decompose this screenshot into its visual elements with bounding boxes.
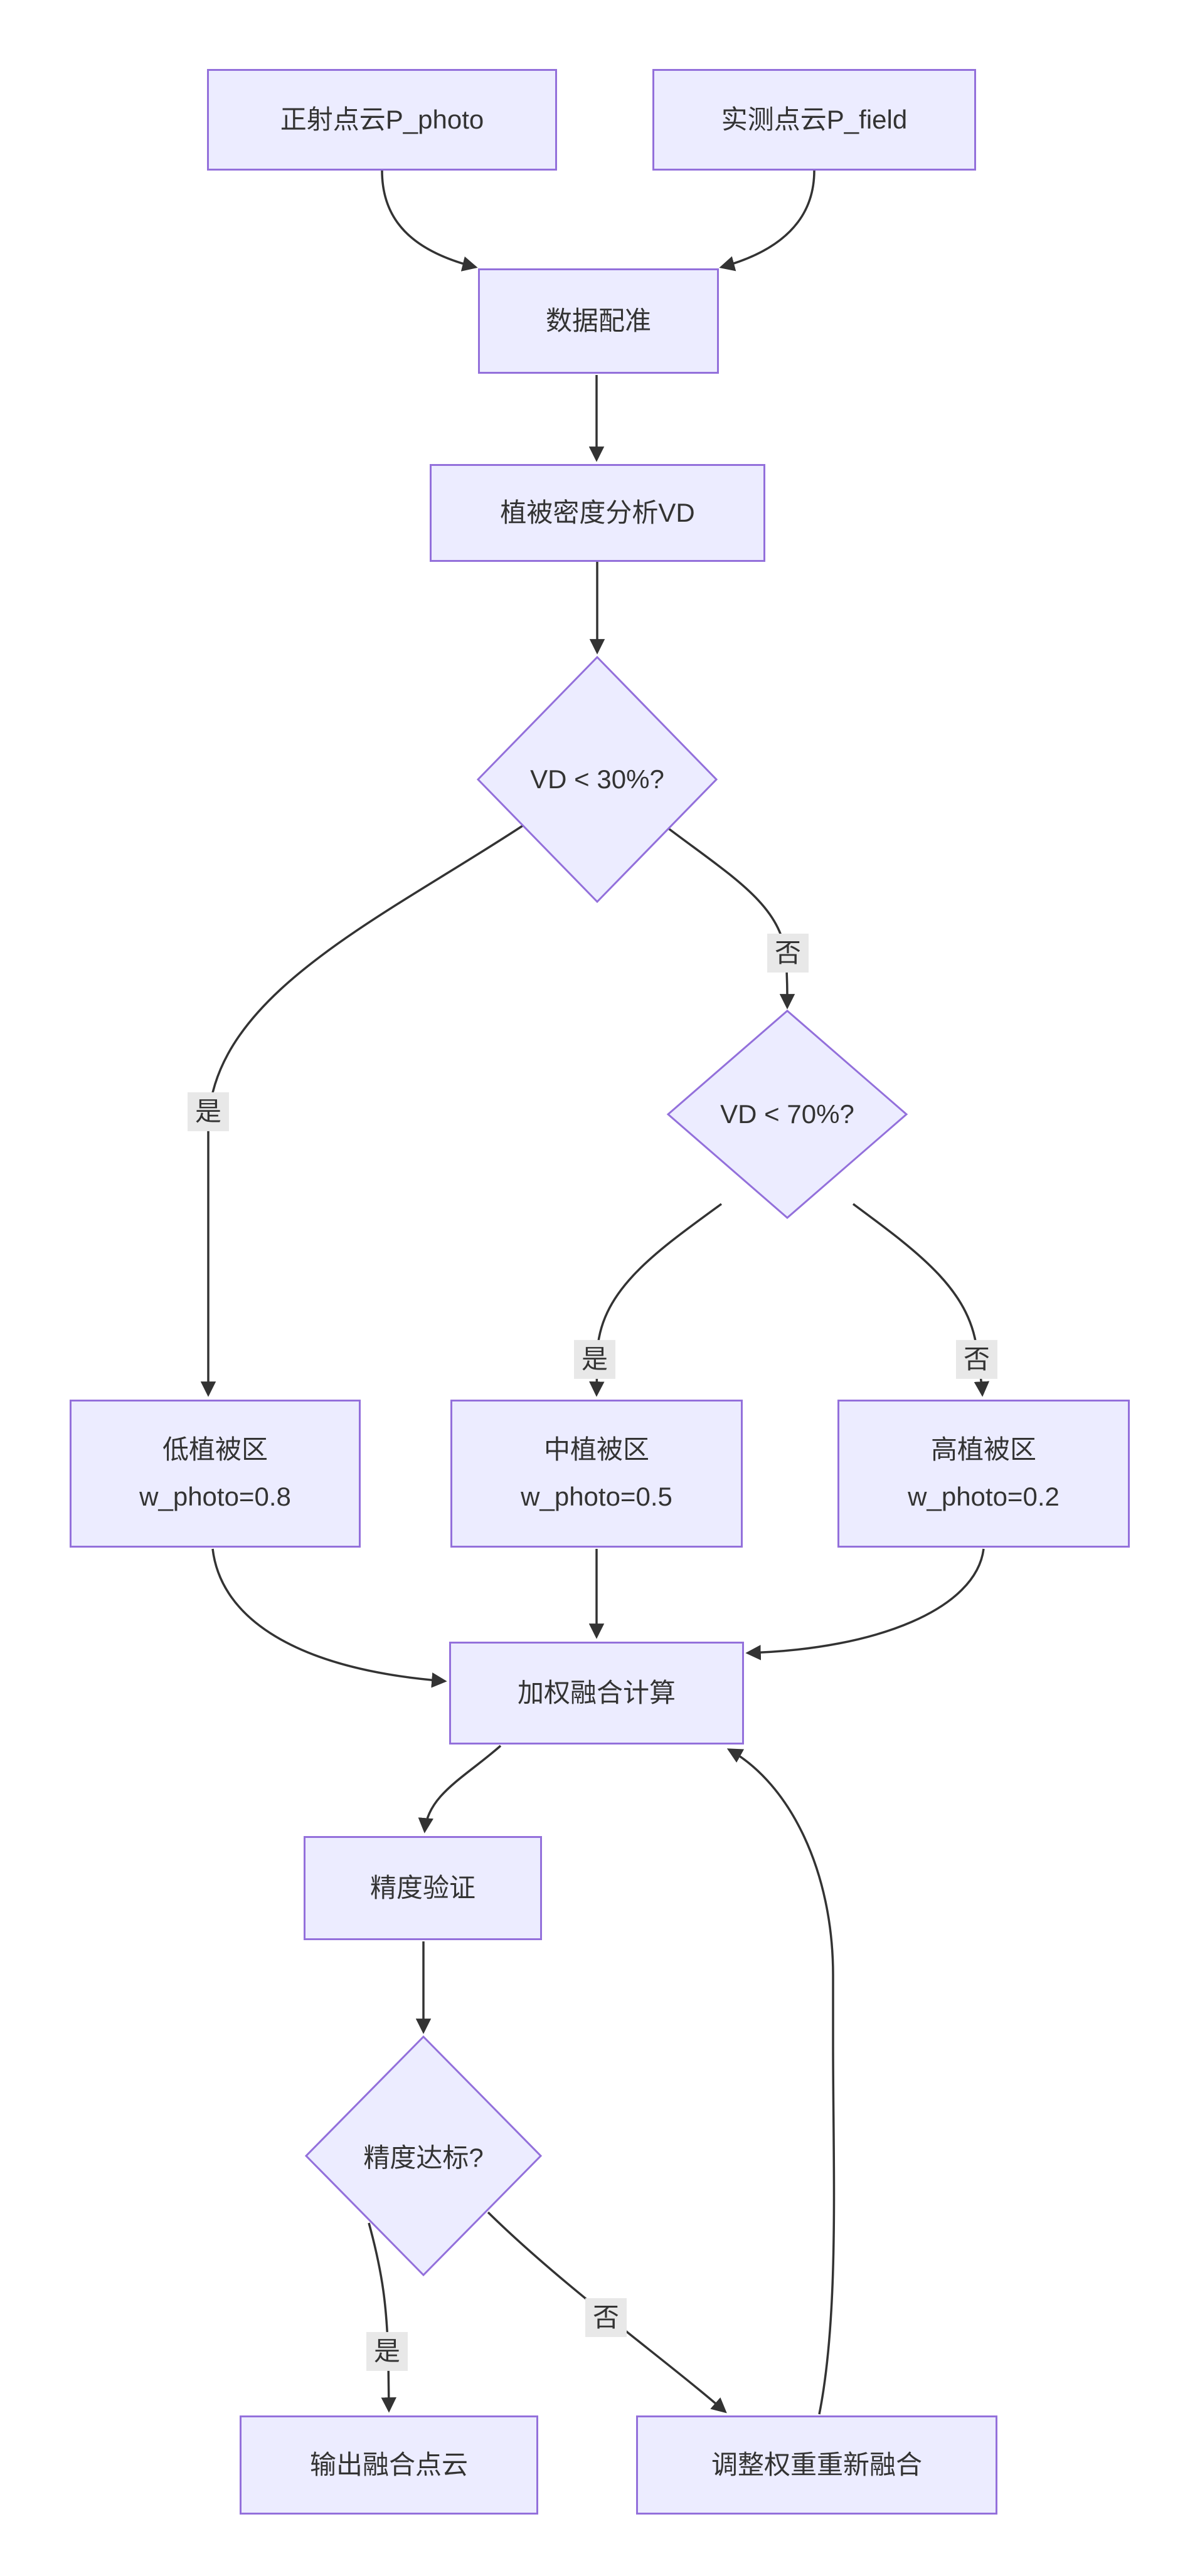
- node-mid-vegetation-weight: w_photo=0.5: [521, 1482, 672, 1511]
- node-vd30-label: VD < 30%?: [530, 764, 664, 794]
- node-photo-cloud-label: 正射点云P_photo: [280, 104, 484, 134]
- node-output: 输出融合点云: [240, 2415, 538, 2515]
- node-verify-label: 精度验证: [369, 1872, 475, 1903]
- node-adjust: 调整权重重新融合: [636, 2415, 997, 2515]
- edge-adjust-loop-to-fusion: [726, 1748, 836, 2415]
- edge-high-to-fusion: [745, 1548, 985, 1660]
- node-high-vegetation: 高植被区 w_photo=0.2: [837, 1400, 1130, 1548]
- node-vd-analysis-label: 植被密度分析VD: [500, 497, 695, 527]
- node-verify: 精度验证: [304, 1836, 542, 1940]
- node-output-label: 输出融合点云: [309, 2449, 468, 2479]
- node-mid-vegetation: 中植被区 w_photo=0.5: [450, 1400, 743, 1548]
- node-accuracy-label: 精度达标?: [363, 2143, 484, 2173]
- edge-accuracy-yes-to-output: [368, 2222, 396, 2413]
- node-high-vegetation-weight: w_photo=0.2: [908, 1482, 1060, 1511]
- edge-label-accuracy-yes: 是: [366, 2331, 408, 2372]
- edge-vd70-yes-to-mid: [589, 1203, 723, 1397]
- node-adjust-label: 调整权重重新融合: [711, 2449, 922, 2479]
- edge-field-to-register: [719, 170, 815, 272]
- edge-label-vd70-no: 否: [955, 1339, 998, 1380]
- node-field-cloud: 实测点云P_field: [652, 69, 976, 171]
- node-low-vegetation-label: 低植被区: [162, 1435, 268, 1465]
- node-register: 数据配准: [478, 268, 719, 374]
- node-field-cloud-label: 实测点云P_field: [721, 104, 908, 134]
- node-vd-analysis: 植被密度分析VD: [430, 464, 765, 562]
- edge-label-vd30-yes: 是: [187, 1092, 230, 1132]
- node-high-vegetation-label: 高植被区: [930, 1435, 1036, 1465]
- node-low-vegetation: 低植被区 w_photo=0.8: [70, 1400, 361, 1548]
- edge-vd30-no-to-vd70: [666, 826, 795, 1010]
- node-accuracy-diamond: [304, 2035, 543, 2277]
- edge-fusion-to-verify: [418, 1745, 502, 1834]
- edge-vd30-yes-to-low: [200, 823, 525, 1397]
- edge-low-to-fusion: [211, 1548, 447, 1688]
- edge-label-vd70-yes: 是: [573, 1339, 616, 1380]
- node-vd30-diamond: [476, 655, 718, 904]
- edge-photo-to-register: [381, 170, 478, 272]
- node-vd70-label: VD < 70%?: [720, 1099, 854, 1129]
- node-register-label: 数据配准: [545, 305, 651, 335]
- edge-label-accuracy-no: 否: [585, 2298, 627, 2338]
- node-mid-vegetation-label: 中植被区: [543, 1435, 649, 1465]
- node-vd70-diamond: [666, 1010, 908, 1219]
- node-low-vegetation-weight: w_photo=0.8: [139, 1482, 291, 1511]
- edge-label-vd30-no: 否: [767, 933, 809, 973]
- node-photo-cloud: 正射点云P_photo: [207, 69, 557, 171]
- node-fusion-label: 加权融合计算: [517, 1677, 676, 1708]
- node-fusion: 加权融合计算: [449, 1642, 744, 1745]
